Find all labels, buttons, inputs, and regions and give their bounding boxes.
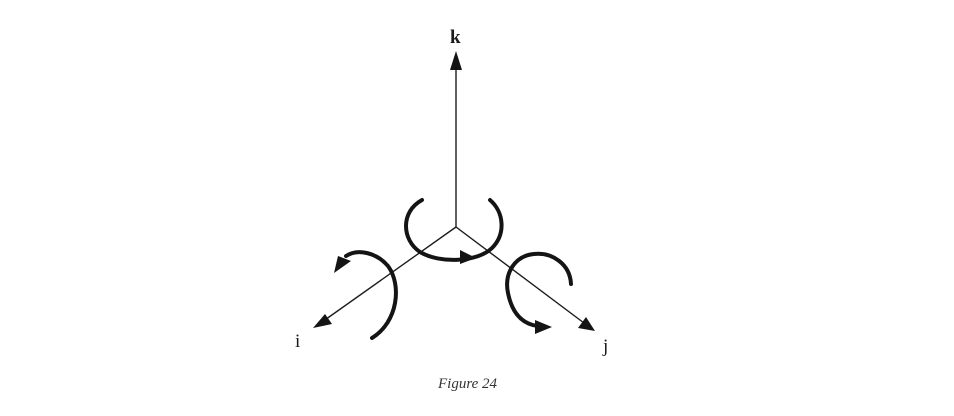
j-axis-label: j xyxy=(602,336,608,357)
i-axis-arrowhead xyxy=(313,314,332,328)
i-rotation-arrow xyxy=(334,250,398,340)
k-rotation-arrowhead xyxy=(460,250,476,264)
i-rotation-arrowhead xyxy=(334,256,351,273)
j-axis-arrowhead xyxy=(578,317,595,331)
j-rotation-arrowhead xyxy=(535,320,552,334)
figure-caption: Figure 24 xyxy=(437,376,498,392)
j-axis: j xyxy=(455,226,608,357)
i-axis-label: i xyxy=(295,331,300,352)
k-axis-label: k xyxy=(450,27,461,48)
k-axis-arrowhead xyxy=(450,51,462,70)
k-axis: k xyxy=(450,27,462,227)
i-axis: i xyxy=(295,226,457,352)
k-rotation-arrow xyxy=(404,198,504,264)
j-rotation-arrow xyxy=(505,251,573,334)
